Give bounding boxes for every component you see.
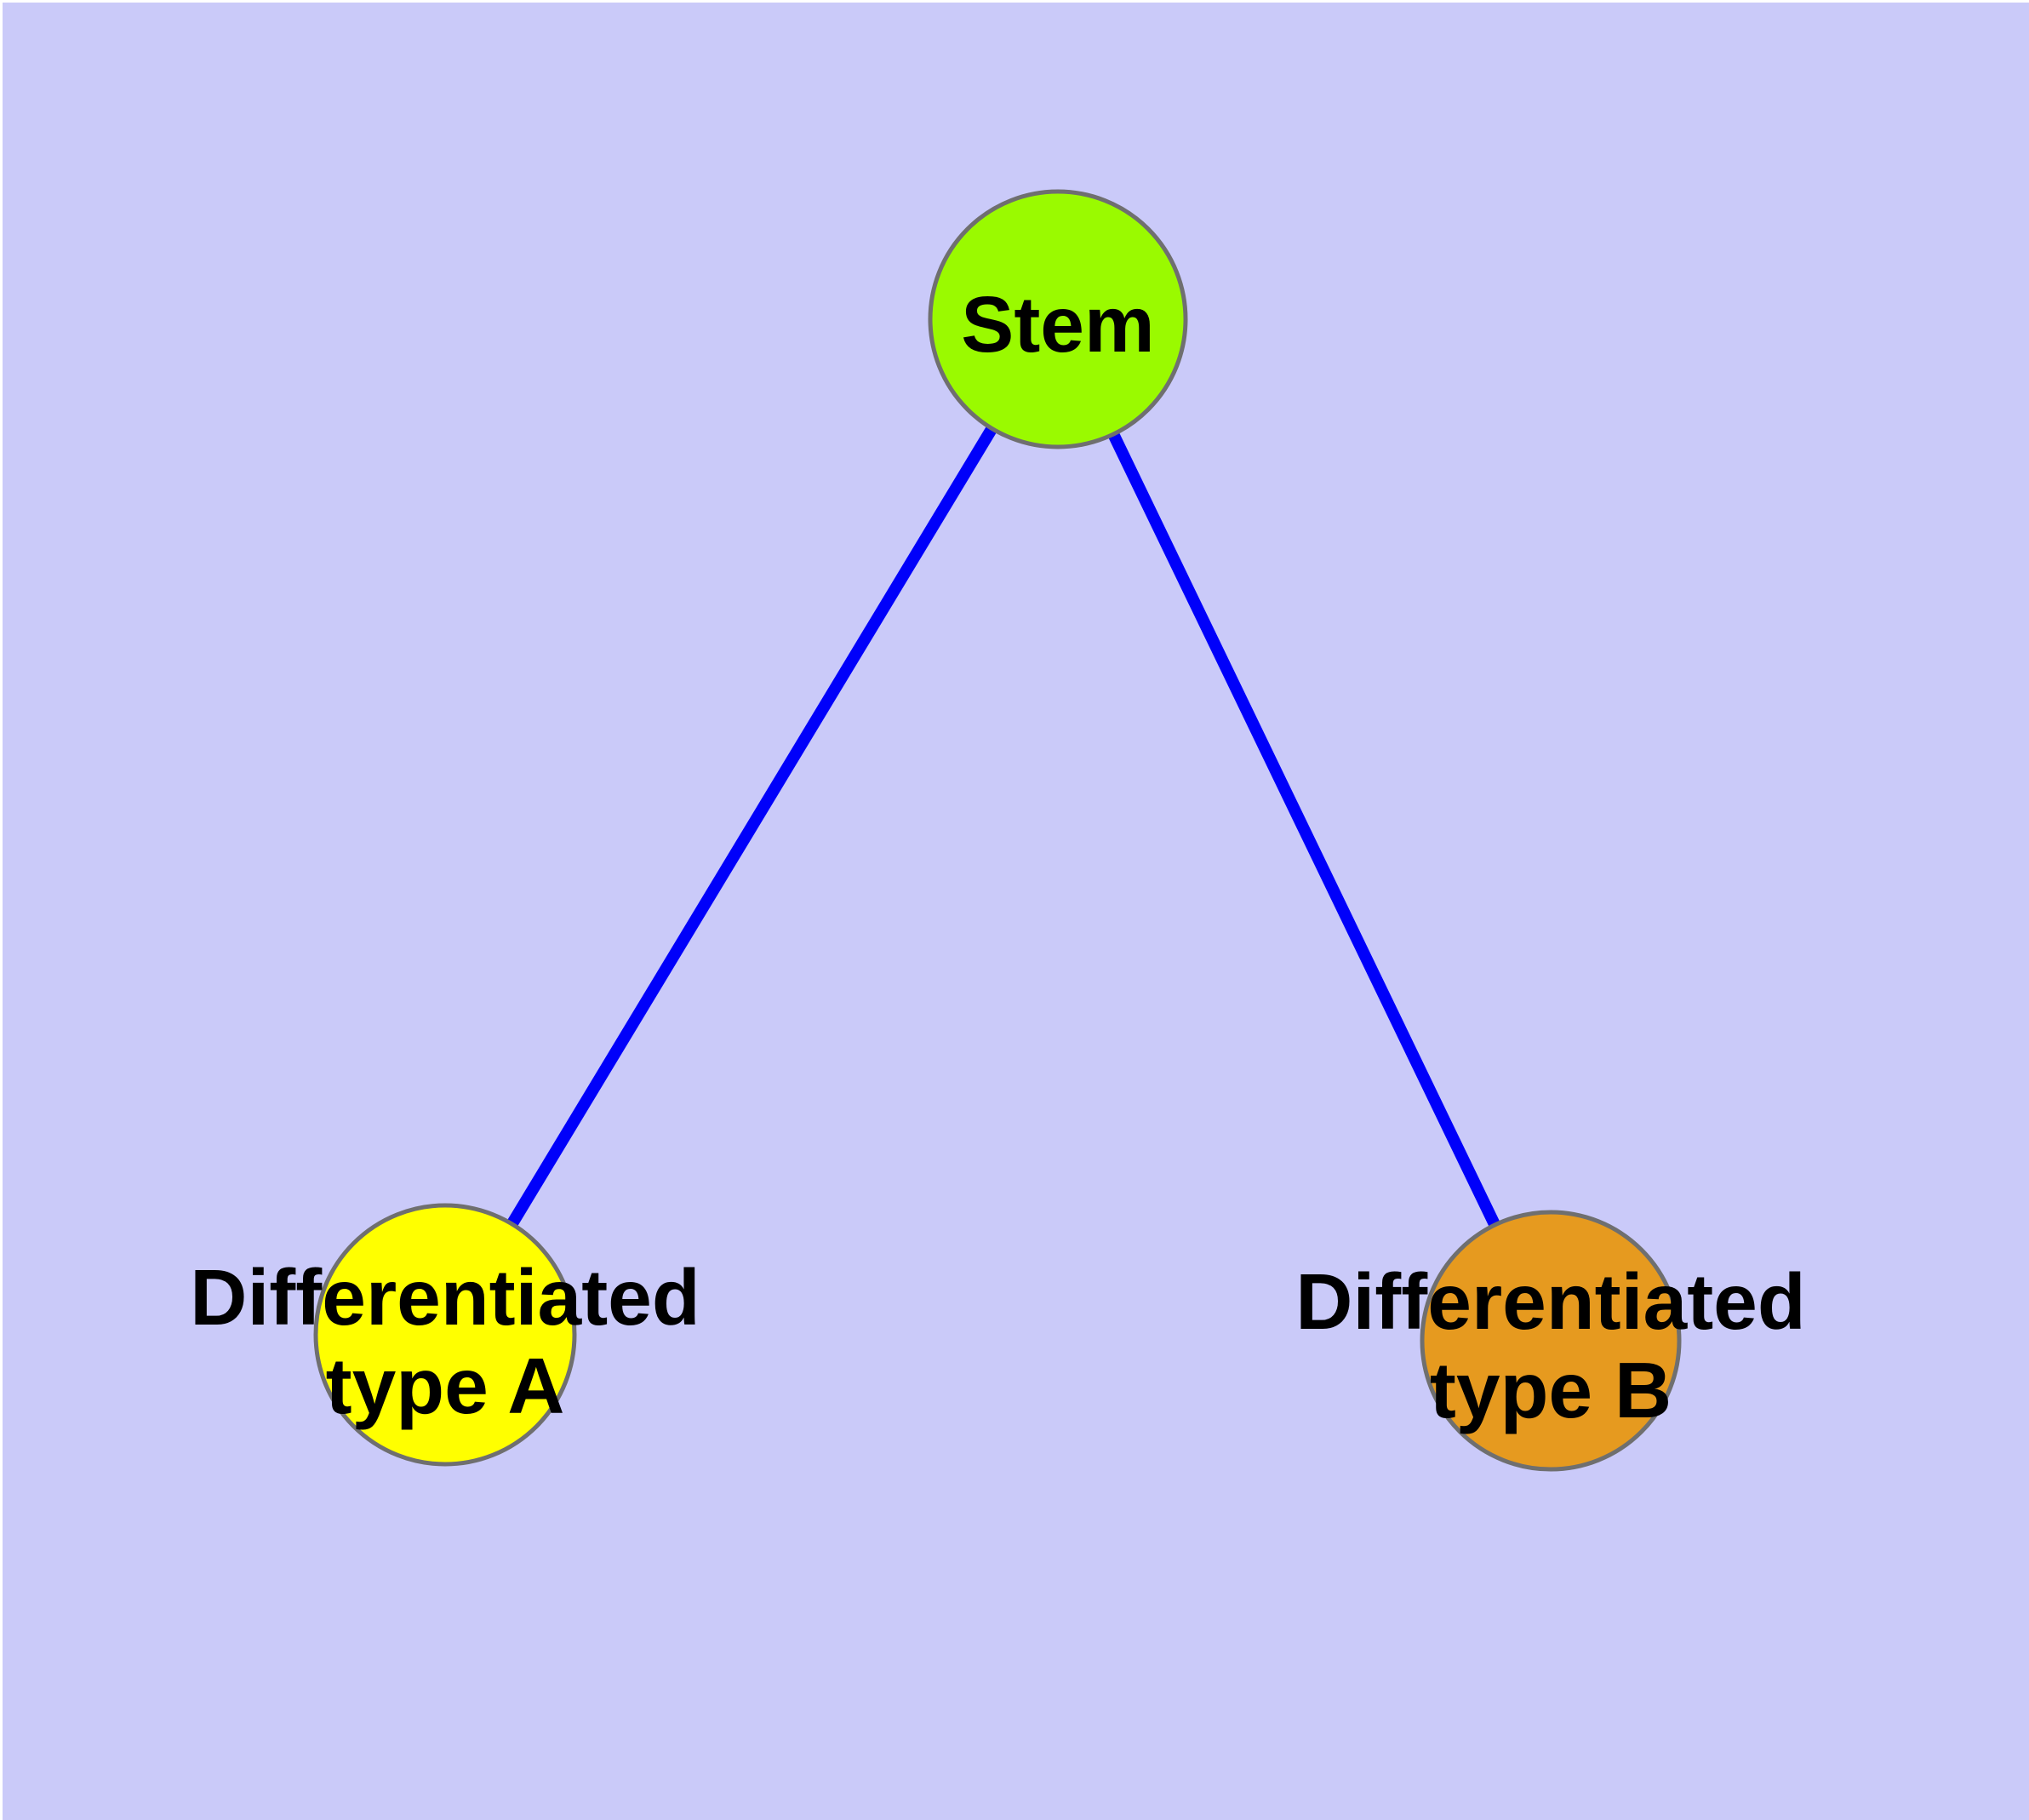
node-stem: [928, 189, 1188, 449]
edge-stem-to-type-a: [440, 316, 1063, 1338]
edge-stem-to-type-b: [1052, 316, 1557, 1344]
node-differentiated-type-b: [1420, 1210, 1682, 1472]
graph-svg: [3, 3, 2029, 1820]
node-differentiated-type-a: [313, 1203, 577, 1467]
